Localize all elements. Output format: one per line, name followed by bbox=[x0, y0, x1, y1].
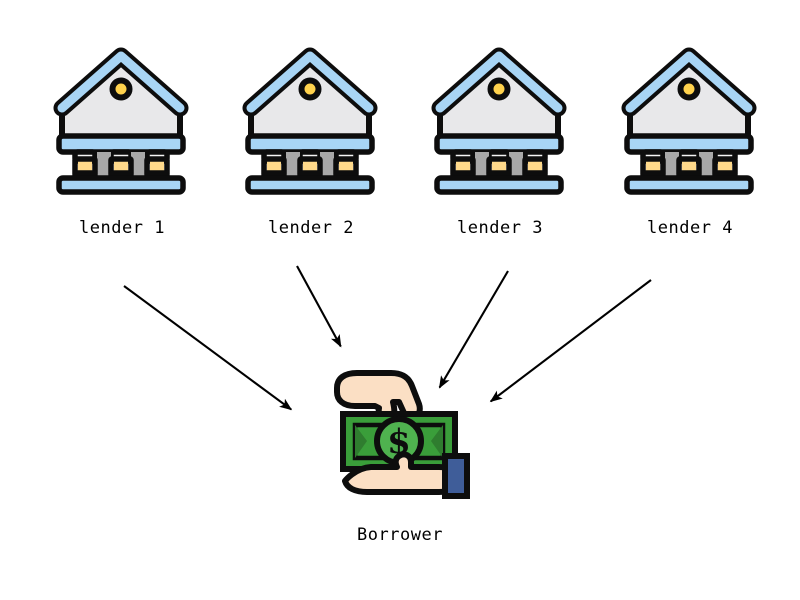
borrower-label: Borrower bbox=[357, 525, 443, 545]
lender-label-1: lender 1 bbox=[79, 218, 165, 238]
bank-icon bbox=[431, 47, 567, 195]
arrow-lender-4-to-borrower bbox=[489, 279, 652, 403]
money-hands-icon: $ bbox=[334, 370, 470, 499]
lender-label-2: lender 2 bbox=[268, 218, 354, 238]
bank-icon bbox=[53, 47, 189, 195]
arrow-lender-3-to-borrower bbox=[438, 270, 509, 389]
lower-hand-icon bbox=[342, 451, 470, 499]
arrow-lender-2-to-borrower bbox=[296, 265, 342, 348]
lender-label-4: lender 4 bbox=[647, 218, 733, 238]
bank-icon bbox=[621, 47, 757, 195]
lender-label-3: lender 3 bbox=[457, 218, 543, 238]
bank-icon bbox=[242, 47, 378, 195]
arrow-lender-1-to-borrower bbox=[123, 285, 293, 411]
